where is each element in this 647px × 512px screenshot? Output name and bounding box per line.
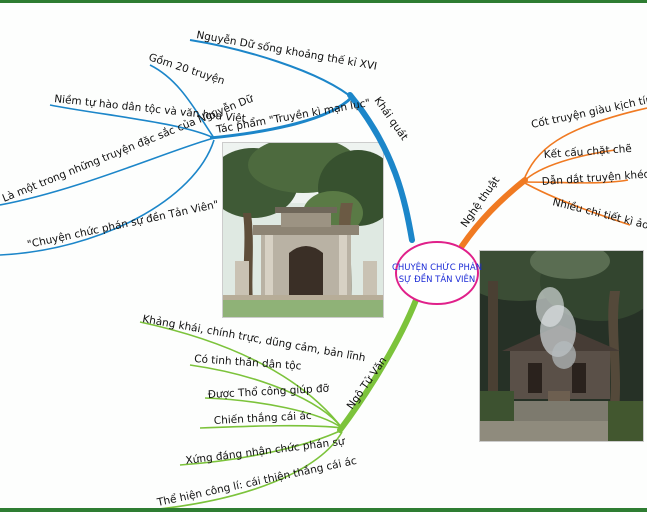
nghe-thuat-item: Dẫn dắt truyện khéo léo — [541, 166, 647, 188]
khai-quat-sub-4 — [0, 139, 215, 256]
khai-quat-link-2 — [209, 95, 354, 140]
ngo-tu-van-link-3 — [204, 397, 343, 429]
ngo-tu-van-link-5 — [179, 429, 343, 466]
ngo-tu-van-trunk — [337, 297, 419, 433]
nghe-thuat-link-3 — [522, 179, 629, 184]
center-title-line-2: SỰ ĐỀN TẢN VIÊN — [399, 272, 476, 285]
nghe-thuat-link-2 — [522, 149, 616, 183]
khai-quat-item: "Chuyện chức phán sự đền Tản Viên" — [26, 199, 220, 251]
bottom-border — [0, 508, 647, 512]
branch-nghe-thuat: Nghệ thuật Cốt truyện giàu kịch tính Kết… — [459, 92, 647, 249]
ngo-tu-van-link-1 — [139, 321, 343, 429]
ngo-tu-van-link-2 — [189, 364, 343, 429]
temple-gate-photo — [222, 142, 384, 318]
temple-courtyard-photo — [479, 250, 644, 442]
nghe-thuat-item: Nhiều chi tiết kì ảo — [551, 196, 647, 232]
center-topic: CHUYỆN CHỨC PHÁN SỰ ĐỀN TẢN VIÊN — [392, 241, 482, 305]
khai-quat-sub-1 — [149, 64, 215, 139]
khai-quat-sub-3 — [0, 137, 215, 206]
nghe-thuat-trunk — [459, 177, 528, 249]
ngo-tu-van-link-6 — [149, 431, 343, 511]
center-bubble — [395, 241, 479, 305]
ngo-tu-van-item: Được Thổ công giúp đỡ — [207, 382, 329, 401]
branch-khai-quat: Khái quát Nguyễn Dữ sống khoảng thế kỉ X… — [0, 28, 415, 256]
top-border — [0, 0, 647, 3]
nghe-thuat-item: Kết cấu chặt chẽ — [543, 143, 632, 161]
nghe-thuat-link-1 — [522, 107, 647, 183]
ngo-tu-van-link-4 — [199, 424, 343, 429]
khai-quat-link-1 — [189, 39, 356, 101]
center-title-line-1: CHUYỆN CHỨC PHÁN — [392, 261, 482, 273]
branch-ngo-tu-van: Ngô Tử Văn Khảng khái, chính trực, dũng … — [139, 297, 419, 511]
khai-quat-sub-2 — [49, 104, 215, 139]
ngo-tu-van-label: Ngô Tử Văn — [345, 355, 390, 412]
ngo-tu-van-item: Chiến thắng cái ác — [213, 409, 312, 427]
khai-quat-item: Nguyễn Dữ sống khoảng thế kỉ XVI — [195, 28, 378, 73]
khai-quat-trunk — [347, 92, 415, 243]
ngo-tu-van-item: Có tinh thần dân tộc — [194, 353, 302, 372]
nghe-thuat-link-4 — [522, 181, 631, 226]
